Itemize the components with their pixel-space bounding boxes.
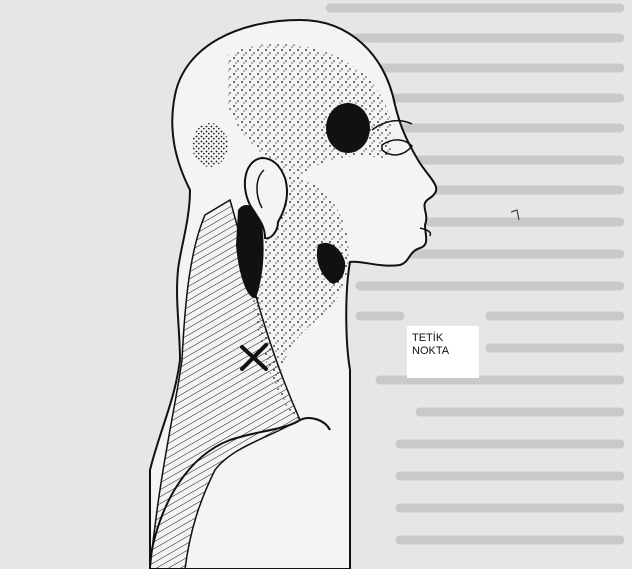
trigger-point-label-text: TETİK NOKTA xyxy=(412,332,449,358)
trigger-point-label: TETİK NOKTA xyxy=(407,326,479,378)
pain-zone-temple xyxy=(192,123,228,167)
label-line-1: TETİK xyxy=(412,332,449,345)
pain-zone-eye xyxy=(326,103,370,153)
label-line-2: NOKTA xyxy=(412,345,449,358)
